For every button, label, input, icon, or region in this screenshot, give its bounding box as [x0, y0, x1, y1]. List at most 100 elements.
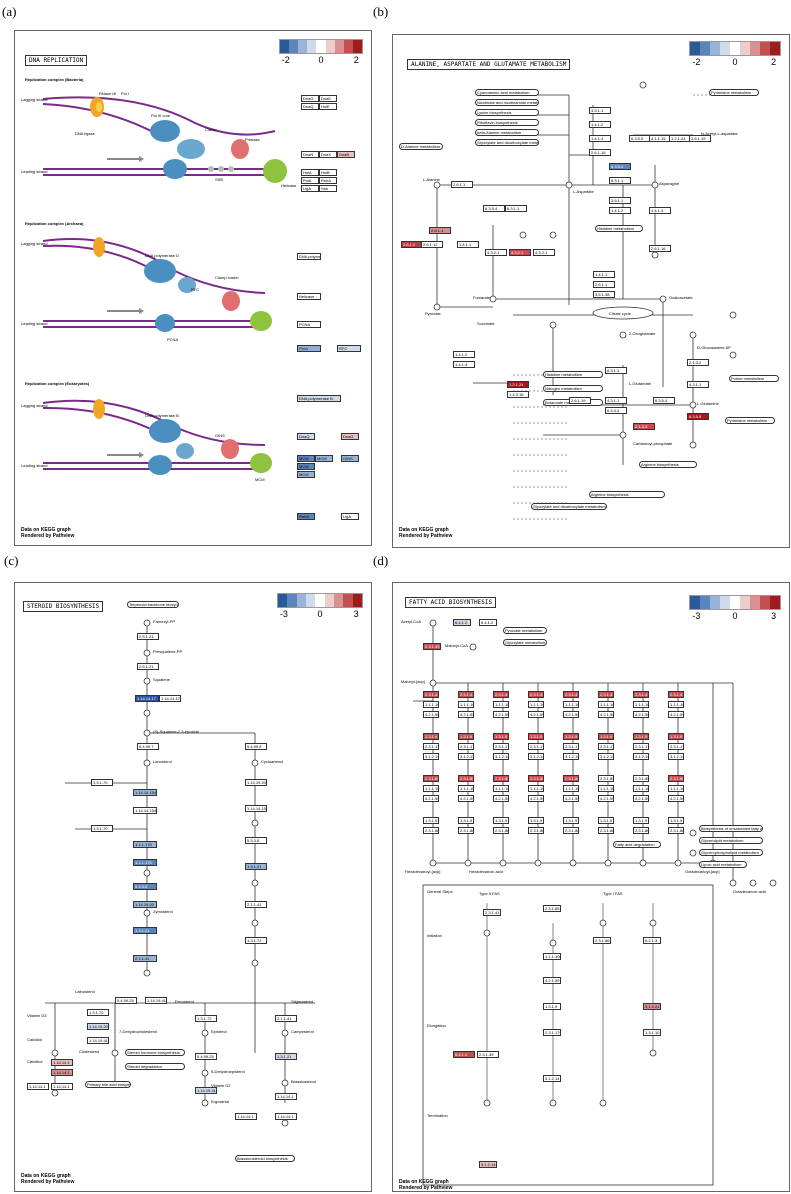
- gene-box[interactable]: PCNA: [297, 321, 321, 328]
- pathway-link[interactable]: Glycerolipid metabolism: [699, 837, 763, 844]
- enzyme-box[interactable]: 1.1.1.100: [493, 785, 509, 792]
- enzyme-box[interactable]: 3.1.2.14: [479, 1161, 497, 1168]
- enzyme-box[interactable]: 6.3.5.4: [609, 163, 631, 170]
- gene-box[interactable]: MCM: [297, 471, 315, 478]
- enzyme-box[interactable]: 2.3.1.179: [633, 743, 649, 750]
- pathway-link[interactable]: Pyruvate metabolism: [503, 627, 547, 634]
- pathway-link[interactable]: Histidine metabolism: [595, 225, 643, 232]
- pathway-link[interactable]: Lipoic acid metabolism: [699, 861, 747, 868]
- enzyme-box[interactable]: 1.4.1.1: [457, 241, 479, 248]
- enzyme-box[interactable]: 1.14.14.1: [275, 1093, 297, 1100]
- enzyme-box[interactable]: 1.1.1.100: [528, 785, 544, 792]
- enzyme-box[interactable]: 3.1.2.14: [423, 753, 439, 760]
- enzyme-box[interactable]: 2.3.1.86: [458, 827, 474, 834]
- gene-box[interactable]: DnaB: [337, 151, 355, 158]
- enzyme-box[interactable]: 2.3.1.86: [593, 937, 611, 944]
- enzyme-box[interactable]: 2.3.1.86: [633, 827, 649, 834]
- enzyme-box[interactable]: 2.3.1.179: [423, 743, 439, 750]
- enzyme-box[interactable]: 1.14.19.41: [195, 1087, 217, 1094]
- gene-box[interactable]: DnaG: [301, 95, 319, 102]
- enzyme-box[interactable]: 4.2.1.59: [598, 795, 614, 802]
- enzyme-box[interactable]: 2.3.1.85: [563, 775, 579, 782]
- enzyme-box[interactable]: 1.1.1.100: [563, 785, 579, 792]
- pathway-link[interactable]: Steroid degradation: [125, 1063, 185, 1070]
- pathway-link[interactable]: Cyanoamino acid metabolism: [475, 89, 539, 96]
- enzyme-box[interactable]: 4.3.2.1: [509, 249, 531, 256]
- enzyme-box[interactable]: 1.3.1.21: [275, 1053, 297, 1060]
- pathway-link[interactable]: Brassinosteroid biosynthesis: [235, 1155, 295, 1162]
- enzyme-box[interactable]: 1.1.1.100: [633, 785, 649, 792]
- enzyme-box[interactable]: 1.3.1.9: [598, 817, 614, 824]
- gene-box[interactable]: MCM: [297, 455, 315, 462]
- enzyme-box[interactable]: 1.1.1.100: [493, 701, 509, 708]
- enzyme-box[interactable]: 1.1.1.100: [598, 701, 614, 708]
- enzyme-box[interactable]: 2.6.1.16: [649, 245, 671, 252]
- enzyme-box[interactable]: 2.3.1.85: [528, 775, 544, 782]
- enzyme-box[interactable]: 6.3.5.4: [653, 397, 675, 404]
- gene-box[interactable]: DNA polymerase B: [297, 395, 341, 402]
- enzyme-box[interactable]: 2.6.1.19: [569, 397, 591, 404]
- pathway-link[interactable]: Arginine biosynthesis: [639, 461, 697, 468]
- enzyme-box[interactable]: 1.14.14.1: [235, 1113, 257, 1120]
- enzyme-box[interactable]: 2.3.1.86: [423, 827, 439, 834]
- gene-box[interactable]: DnaN: [301, 151, 319, 158]
- enzyme-box[interactable]: 2.3.1.41: [668, 691, 684, 698]
- enzyme-box[interactable]: 4.2.1.59: [668, 795, 684, 802]
- enzyme-box[interactable]: 6.3.5.5: [629, 135, 651, 142]
- enzyme-box[interactable]: 1.1.1.100: [423, 785, 439, 792]
- pathway-link[interactable]: Glyoxylate and dicarboxylate metabolism: [475, 139, 539, 146]
- enzyme-box[interactable]: 1.14.19.20: [245, 779, 267, 786]
- enzyme-box[interactable]: 4.2.1.59: [633, 795, 649, 802]
- pathway-link[interactable]: Arginine biosynthesis: [589, 491, 665, 498]
- enzyme-box[interactable]: 1.14.14.1: [51, 1059, 73, 1066]
- enzyme-box[interactable]: 2.3.1.39: [477, 1051, 499, 1058]
- pathway-link[interactable]: Riboflavin biosynthesis: [475, 119, 539, 126]
- enzyme-box[interactable]: 4.2.1.59: [633, 711, 649, 718]
- gene-box[interactable]: LigA: [301, 185, 319, 192]
- gene-box[interactable]: DnaQ: [301, 103, 319, 110]
- gene-box[interactable]: RnhA: [297, 513, 315, 520]
- enzyme-box[interactable]: 2.3.1.41: [528, 691, 544, 698]
- enzyme-box[interactable]: 1.3.1.70: [87, 1009, 109, 1016]
- enzyme-box[interactable]: 4.2.1.59: [528, 795, 544, 802]
- enzyme-box[interactable]: 4.3.2.1: [485, 249, 507, 256]
- enzyme-box[interactable]: 1.3.1.21: [245, 863, 267, 870]
- enzyme-box[interactable]: 1.1.1.170: [133, 841, 157, 848]
- enzyme-box[interactable]: 1.1.1.100: [668, 701, 684, 708]
- enzyme-box[interactable]: 2.3.1.179: [458, 743, 474, 750]
- enzyme-box[interactable]: 1.4.1.4: [649, 207, 671, 214]
- enzyme-box[interactable]: 1.14.19.41: [145, 997, 167, 1004]
- pathway-link[interactable]: Glyoxylate metabolism: [503, 639, 547, 646]
- enzyme-box[interactable]: 5.4.99.25: [115, 997, 137, 1004]
- enzyme-box[interactable]: 1.3.1.9: [543, 1003, 561, 1010]
- enzyme-box[interactable]: 1.4.1.4: [589, 135, 611, 142]
- enzyme-box[interactable]: 2.3.1.179: [543, 1029, 561, 1036]
- enzyme-box[interactable]: 1.1.1.100: [458, 701, 474, 708]
- enzyme-box[interactable]: 6.4.1.2: [453, 619, 471, 626]
- enzyme-box[interactable]: 2.3.1.41: [563, 691, 579, 698]
- enzyme-box[interactable]: 3.1.2.21: [643, 1003, 661, 1010]
- gene-box[interactable]: DnaX: [319, 151, 337, 158]
- enzyme-box[interactable]: 1.1.1.100: [458, 785, 474, 792]
- pathway-link[interactable]: Histidine metabolism: [543, 371, 603, 378]
- enzyme-box[interactable]: 5.4.99.8: [245, 743, 267, 750]
- pathway-link[interactable]: Glyoxylate and dicarboxylate metabolism: [531, 503, 607, 510]
- enzyme-box[interactable]: 1.14.14.154: [133, 807, 157, 814]
- enzyme-box[interactable]: 1.1.1.100: [528, 701, 544, 708]
- enzyme-box[interactable]: 2.3.1.85: [633, 775, 649, 782]
- pathway-link[interactable]: beta-Alanine metabolism: [475, 129, 539, 136]
- enzyme-box[interactable]: 3.5.1.38: [593, 291, 615, 298]
- enzyme-box[interactable]: 3.1.2.14: [633, 753, 649, 760]
- enzyme-box[interactable]: 2.3.1.86: [528, 827, 544, 834]
- gene-box[interactable]: Ssb: [319, 185, 337, 192]
- gene-box[interactable]: RnhA: [319, 177, 337, 184]
- enzyme-box[interactable]: 1.4.1.4: [453, 361, 475, 368]
- enzyme-box[interactable]: 2.3.1.41: [633, 691, 649, 698]
- enzyme-box[interactable]: 5.4.99.7: [137, 743, 159, 750]
- enzyme-box[interactable]: 1.4.1.2: [453, 351, 475, 358]
- gene-box[interactable]: DnaQ: [297, 433, 315, 440]
- pathway-link[interactable]: Pyrimidine metabolism: [709, 89, 759, 96]
- gene-box[interactable]: MCM: [297, 463, 315, 470]
- enzyme-box[interactable]: 1.14.14.154: [133, 789, 157, 796]
- enzyme-box[interactable]: 1.3.1.72: [245, 937, 267, 944]
